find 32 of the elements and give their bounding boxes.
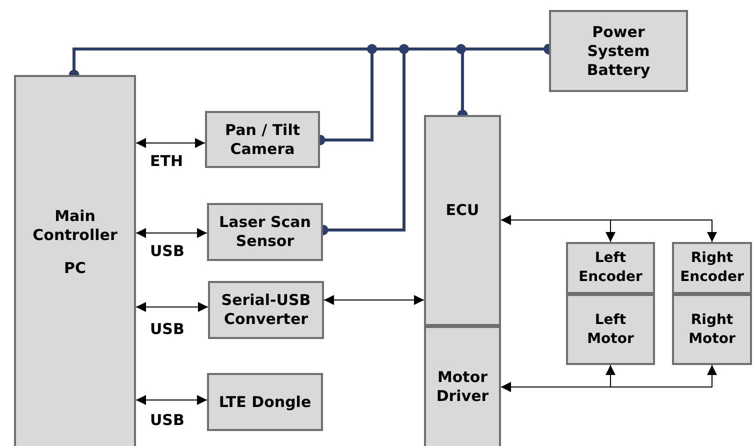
box-label: Pan / Tilt Camera [224,120,301,158]
component-box [14,75,136,446]
box-label: Power System Battery [586,22,652,80]
arrow [136,302,208,312]
box-label: Left Encoder [578,249,644,287]
box-label: Main Controller [32,207,118,245]
box-label: LTE Dongle [218,392,312,412]
component-box [672,242,752,294]
component-box [424,326,501,446]
component-box [566,242,655,294]
box-label: Right Encoder [679,249,745,287]
component-box [424,115,501,326]
component-box [207,373,323,431]
box-label: Laser Scan Sensor [218,213,312,251]
component-box [672,294,752,365]
arrow [136,228,208,238]
component-box [549,10,688,92]
arrow [136,395,208,405]
component-box [208,281,324,339]
box-label: Left Motor [586,310,635,348]
arrow [324,295,424,305]
component-box [205,111,320,168]
box-label: Serial-USB Converter [220,291,312,329]
arrow [500,215,717,242]
box-label: Motor Driver [435,368,490,406]
component-box [207,203,323,261]
box-label: Right Motor [688,310,736,348]
arrow [136,138,206,148]
component-box [566,294,655,365]
box-label: PC [64,259,86,278]
box-label: ECU [446,201,480,220]
arrow [500,364,717,392]
